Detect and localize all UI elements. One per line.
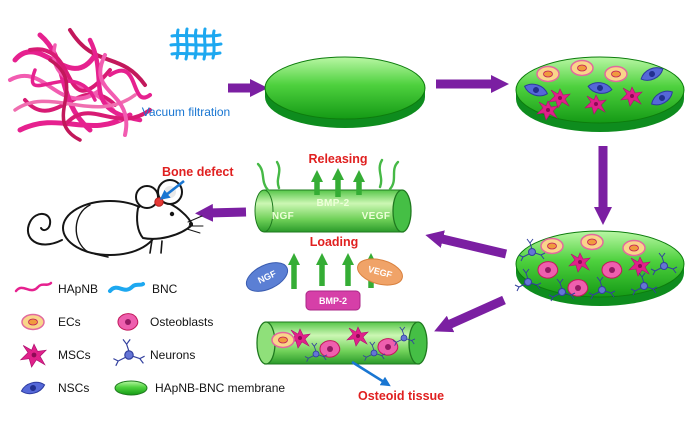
ec-cell	[540, 237, 564, 255]
hapnb-fiber-tangle	[8, 28, 152, 142]
tube-bmp2-label: BMP-2	[316, 198, 349, 209]
bone-defect-pointer-arrow	[159, 179, 185, 200]
nsc-cell-icon	[19, 379, 47, 397]
legend-label-osteoblasts: Osteoblasts	[150, 315, 213, 329]
osteoid-pointer-arrow	[351, 360, 391, 387]
tube-vegf-label: VEGF	[362, 211, 391, 222]
osteoblast-cell	[537, 261, 559, 279]
legend-label-mscs: MSCs	[58, 348, 91, 362]
tube-ngf-label: NGF	[272, 211, 294, 222]
legend-label-ecs: ECs	[58, 315, 81, 329]
osteoid-tube	[256, 321, 428, 365]
bmp2-token: BMP-2	[305, 290, 361, 311]
membrane-icon	[114, 380, 148, 396]
mouse-legs	[94, 239, 163, 258]
vegf-token: VEGF	[357, 258, 403, 286]
neuron-cell-icon	[112, 338, 146, 367]
mouse-illustration	[27, 179, 204, 258]
release-wisps	[256, 158, 400, 192]
legend: HApNB BNC ECs Osteoblasts MSCs Neurons N…	[14, 281, 285, 397]
membrane-disc-blank	[264, 56, 426, 128]
osteoblast-cell	[601, 261, 623, 279]
legend-label-neurons: Neurons	[150, 348, 195, 362]
releasing-arrows	[311, 168, 365, 197]
ec-cell	[570, 59, 594, 77]
ec-cell	[580, 233, 604, 251]
mouse-eye	[169, 211, 175, 217]
vacuum-filtration-label: Vacuum filtration	[142, 105, 230, 119]
loading-label: Loading	[310, 235, 359, 249]
legend-label-membrane: HApNB-BNC membrane	[155, 381, 285, 395]
bone-defect-site	[154, 197, 164, 207]
releasing-label: Releasing	[308, 152, 367, 166]
bnc-fiber-icon	[108, 282, 145, 293]
bmp2-token-label: BMP-2	[319, 296, 347, 306]
msc-cell-icon	[20, 343, 47, 368]
legend-label-bnc: BNC	[152, 282, 178, 296]
membrane-disc-cultured	[514, 230, 685, 306]
osteoblast-cell-icon	[117, 313, 139, 331]
ngf-token: NGF	[245, 262, 289, 292]
bnc-mesh-icon	[169, 27, 223, 61]
ec-cell	[622, 239, 646, 257]
ec-cell-icon	[21, 313, 45, 331]
process-arrows	[195, 75, 612, 333]
arrow-culture-to-rolled-tube	[434, 295, 506, 333]
mouse-haunch	[75, 204, 91, 253]
arrow-tube-to-mouse	[195, 203, 247, 222]
mouse-tail	[27, 213, 63, 246]
osteoblast-cell	[567, 279, 589, 297]
osteoblast-cell	[319, 340, 341, 358]
ec-cell	[604, 65, 628, 83]
mouse-nose	[189, 222, 193, 226]
growth-factor-tube: NGF BMP-2 VEGF	[254, 189, 412, 233]
osteoid-tissue-label: Osteoid tissue	[358, 389, 444, 403]
membrane-disc-seeded	[515, 56, 685, 132]
bone-defect-label: Bone defect	[162, 165, 234, 179]
mouse-whiskers	[186, 215, 204, 234]
hapnb-fiber-icon	[14, 281, 53, 293]
mouse-ear	[135, 185, 159, 209]
legend-label-hapnb: HApNB	[58, 282, 98, 296]
ec-cell	[271, 331, 295, 349]
arrow-culture-to-tube	[425, 230, 508, 259]
legend-label-nscs: NSCs	[58, 381, 89, 395]
ec-cell	[536, 65, 560, 83]
